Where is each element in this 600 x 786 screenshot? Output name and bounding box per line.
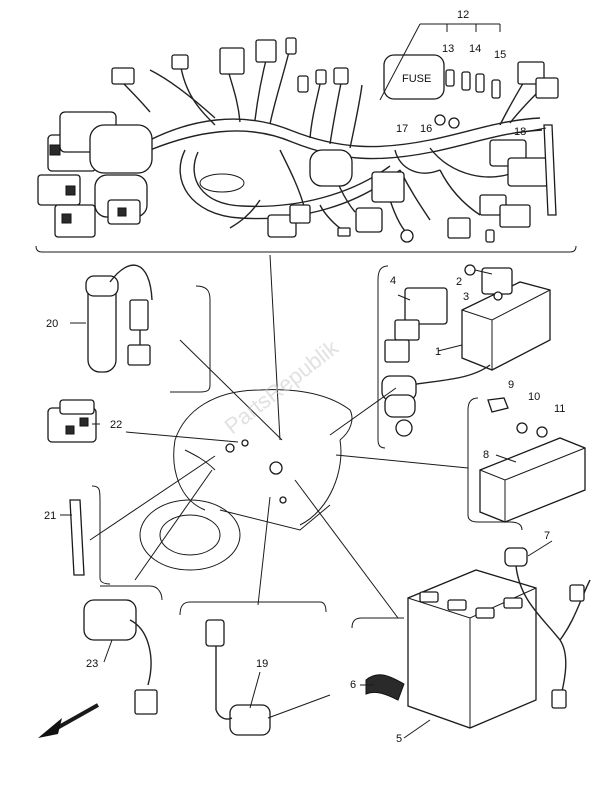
part-21-tie bbox=[69, 499, 85, 576]
fuse-14a bbox=[461, 71, 471, 91]
wire-harness: FUSE bbox=[37, 37, 559, 243]
part-9-screw bbox=[487, 397, 509, 413]
washer-17 bbox=[434, 114, 446, 126]
label-23: 23 bbox=[86, 658, 98, 670]
label-5: 5 bbox=[396, 733, 402, 745]
label-22: 22 bbox=[110, 419, 122, 431]
label-3: 3 bbox=[463, 291, 469, 303]
fuse-13 bbox=[445, 69, 455, 87]
label-18: 18 bbox=[514, 126, 526, 138]
part-1-ecu bbox=[381, 267, 551, 437]
label-17: 17 bbox=[396, 123, 408, 135]
label-13: 13 bbox=[442, 43, 454, 55]
fuse-box-text: FUSE bbox=[402, 73, 431, 85]
label-12: 12 bbox=[457, 9, 469, 21]
part-labels: 12 13 14 15 16 17 18 4 2 3 1 9 10 11 8 7… bbox=[44, 9, 565, 745]
label-14: 14 bbox=[469, 43, 481, 55]
label-21: 21 bbox=[44, 510, 56, 522]
label-6: 6 bbox=[350, 679, 356, 691]
watermark: PartsRepublik bbox=[220, 334, 344, 439]
screw-16 bbox=[448, 117, 460, 129]
part-19-sensor bbox=[205, 619, 331, 736]
part-23-relay bbox=[83, 599, 158, 715]
part-10-washer bbox=[516, 422, 528, 434]
label-19: 19 bbox=[256, 658, 268, 670]
label-15: 15 bbox=[494, 49, 506, 61]
fuse-15 bbox=[491, 79, 501, 99]
part-5-battery bbox=[407, 569, 537, 729]
label-9: 9 bbox=[508, 379, 514, 391]
label-2: 2 bbox=[456, 276, 462, 288]
front-arrow bbox=[38, 703, 99, 738]
label-4: 4 bbox=[390, 275, 396, 287]
label-16: 16 bbox=[420, 123, 432, 135]
part-4-bracket bbox=[384, 287, 448, 363]
label-8: 8 bbox=[483, 449, 489, 461]
label-20: 20 bbox=[46, 318, 58, 330]
part-6-strap bbox=[365, 674, 405, 701]
part-3-washer bbox=[493, 291, 503, 301]
cable-tie bbox=[543, 124, 557, 216]
part-2-bolt bbox=[464, 264, 476, 276]
label-11: 11 bbox=[554, 403, 565, 415]
fuse-14b bbox=[475, 73, 485, 93]
fuse-box bbox=[383, 54, 445, 100]
part-11-nut bbox=[536, 426, 548, 438]
harness-bracket bbox=[35, 245, 577, 253]
label-10: 10 bbox=[528, 391, 540, 403]
part-22-relay bbox=[47, 399, 97, 443]
part-7-lead bbox=[504, 547, 591, 709]
label-1: 1 bbox=[435, 346, 441, 358]
part-20-cap bbox=[85, 264, 153, 373]
part-8-module bbox=[479, 437, 586, 523]
label-7: 7 bbox=[544, 530, 550, 542]
